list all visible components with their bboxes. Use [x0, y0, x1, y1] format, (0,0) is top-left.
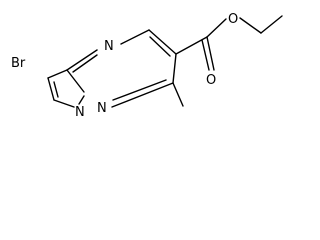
bond-oester-ch2 — [239, 17, 262, 34]
bond-c3a-n7a — [66, 69, 85, 93]
bond-c5-c6-inner — [149, 36, 171, 57]
atom-o-carbonyl-label: O — [206, 73, 216, 88]
bond-n4-c5 — [120, 29, 150, 45]
bond-n1-n7a — [78, 95, 85, 105]
bond-c3-c3a — [47, 69, 68, 79]
atom-n7a-label: N — [97, 101, 107, 116]
bond-carbonyl-c-oester — [206, 18, 227, 38]
bond-c3-c2 — [47, 77, 55, 101]
bond-c7-methyl — [172, 82, 184, 107]
bond-carbonyl-double-a — [206, 36, 215, 71]
bond-c6-c7 — [172, 53, 177, 84]
bond-c7-n7a-inner — [112, 79, 167, 101]
bond-c3-c2-inner — [53, 81, 59, 98]
bond-c3a-n4 — [66, 49, 98, 71]
bond-c7-n7a — [111, 82, 174, 108]
bonds — [47, 15, 283, 108]
molecule-drawing: Br N N N O O — [11, 12, 283, 120]
bond-carbonyl-double-b — [201, 39, 210, 71]
atom-n1-label: N — [75, 105, 85, 120]
atom-br-label: Br — [11, 56, 26, 71]
bond-c5-c6 — [148, 29, 177, 55]
bond-c2-n1 — [53, 99, 75, 108]
atom-labels: Br N N N O O — [11, 12, 238, 120]
bond-ch2-ch3 — [260, 15, 283, 34]
atom-n4-label: N — [104, 39, 114, 54]
structure-diagram: Br N N N O O — [11, 12, 283, 120]
bond-c3a-n4-inner — [72, 54, 98, 73]
atom-o-ester-label: O — [228, 12, 238, 27]
